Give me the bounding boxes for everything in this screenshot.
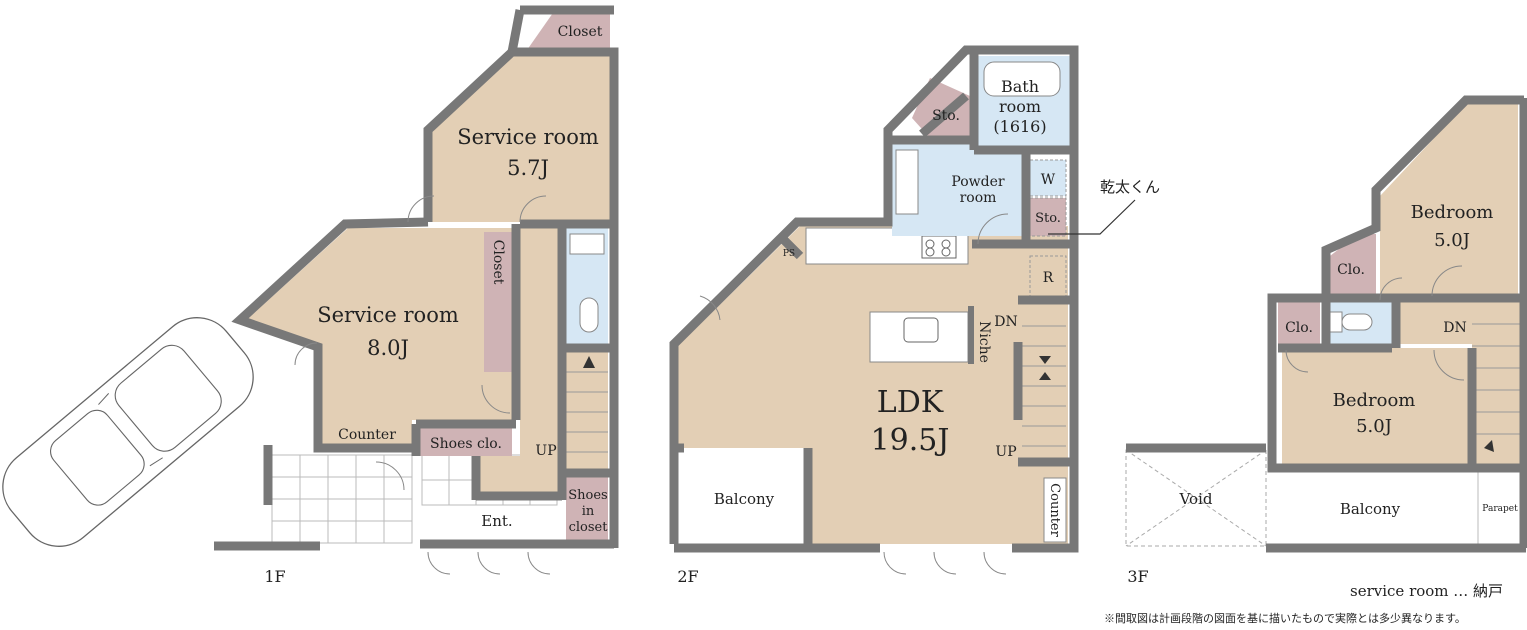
ldk-room <box>678 226 1068 544</box>
parapet <box>1477 471 1523 547</box>
shoes-in-closet <box>566 476 608 540</box>
storage-small-label: Sto. <box>1035 211 1061 226</box>
bedroom-lower-size: 5.0J <box>1356 416 1392 437</box>
closet-top <box>527 10 610 50</box>
bedroom-upper-name: Bedroom <box>1411 202 1494 223</box>
parapet-label: Parapet <box>1482 504 1518 514</box>
stairs-dn-2f: DN <box>994 314 1017 330</box>
service-room-upper <box>432 56 610 222</box>
powder-line2: room <box>960 190 997 206</box>
bedroom-lower <box>1282 348 1470 464</box>
stairs-dn-3f: DN <box>1443 320 1466 336</box>
bath-line1: Bath <box>1001 77 1039 96</box>
powder-line1: Powder <box>951 174 1005 190</box>
fridge-label: R <box>1043 270 1054 286</box>
dryer-callout: 乾太くん <box>1100 178 1160 196</box>
shoes-clo-area <box>420 428 512 456</box>
closet-side <box>484 232 514 372</box>
balcony-2f <box>678 452 808 542</box>
entrance-label: Ent. <box>481 512 512 530</box>
counter-2f-label: Counter <box>1047 483 1062 537</box>
closet-top-label: Closet <box>558 24 603 40</box>
washer-label: W <box>1041 172 1056 188</box>
balcony-2f-label: Balcony <box>714 490 775 508</box>
hall-lower-1f <box>480 456 560 498</box>
balcony-3f <box>1270 472 1476 546</box>
ps-label: PS <box>783 249 795 259</box>
floor-2f: LDK 19.5J Bath room (1616) Powder room S… <box>669 45 1160 586</box>
niche-wall <box>968 306 974 364</box>
hall-3f <box>1396 302 1476 344</box>
closet-upper <box>1330 234 1376 294</box>
service-room-note: service room … 納戸 <box>1350 582 1504 600</box>
void-label: Void <box>1179 490 1213 508</box>
closet-lower <box>1278 302 1320 346</box>
counter-area <box>322 420 412 445</box>
bedroom-lower-name: Bedroom <box>1333 390 1416 411</box>
bedroom-upper-size: 5.0J <box>1434 230 1470 251</box>
floor-3f: Bedroom 5.0J Bedroom 5.0J Clo. Clo. DN V… <box>1125 95 1527 586</box>
shoes-clo-label: Shoes clo. <box>430 436 502 452</box>
ldk-size: 19.5J <box>871 423 950 458</box>
counter-label: Counter <box>338 427 396 443</box>
hall-1f <box>520 228 560 498</box>
service-room-upper-size: 5.7J <box>507 156 549 180</box>
fridge-space <box>1029 255 1067 297</box>
service-room-lower <box>244 228 512 420</box>
storage-dryer <box>1029 197 1067 237</box>
stairs-up-2f: UP <box>995 444 1016 460</box>
bath-line3: (1616) <box>993 117 1046 136</box>
service-room-lower-size: 8.0J <box>367 336 409 360</box>
closet-side-label: Closet <box>490 240 506 285</box>
stairs-1f <box>566 350 608 470</box>
floor-label-3f: 3F <box>1127 567 1148 586</box>
floor-label-1f: 1F <box>264 567 285 586</box>
closet-upper-label: Clo. <box>1337 262 1365 278</box>
shoes-closet-line3: closet <box>569 520 609 535</box>
disclaimer-note: ※間取図は計画段階の図面を基に描いたもので実際とは多少異なります。 <box>1104 612 1466 625</box>
stairs-up-1f: UP <box>535 443 556 459</box>
shoes-closet-line1: Shoes <box>568 488 607 503</box>
service-room-lower-name: Service room <box>317 303 459 327</box>
closet-lower-label: Clo. <box>1285 320 1313 336</box>
balcony-3f-label: Balcony <box>1340 500 1401 518</box>
washer-space <box>1029 159 1067 197</box>
bedroom-upper <box>1380 104 1518 296</box>
counter-2f <box>1043 477 1067 543</box>
shoes-closet-line2: in <box>582 504 595 519</box>
storage-label: Sto. <box>932 108 960 124</box>
dryer-callout-line <box>1048 199 1136 235</box>
stairs-3f <box>1472 302 1520 466</box>
ldk-label: LDK <box>877 385 944 420</box>
service-room-upper-name: Service room <box>457 125 599 149</box>
floor-label-2f: 2F <box>677 567 698 586</box>
niche-label: Niche <box>976 321 992 363</box>
kitchen-island <box>869 311 969 363</box>
car-icon <box>2 317 254 547</box>
bath-line2: room <box>999 97 1041 116</box>
stairs-2f <box>1022 304 1066 462</box>
floor-1f: Service room 5.7J Service room 8.0J Clos… <box>2 5 619 586</box>
